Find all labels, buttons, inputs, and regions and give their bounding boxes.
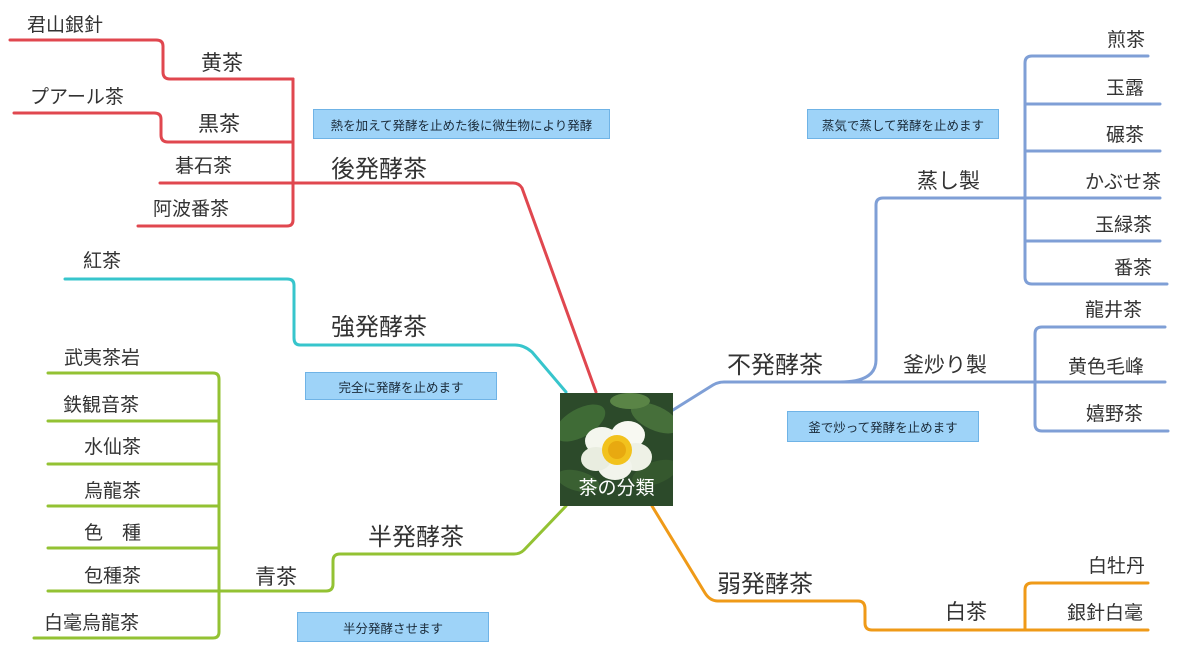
leaf-bai-mudan[interactable]: 白牡丹 bbox=[1088, 555, 1146, 577]
leaf-gyokuro[interactable]: 玉露 bbox=[1106, 77, 1145, 99]
sub-steamed[interactable]: 蒸し製 bbox=[917, 169, 980, 193]
note-steamed: 蒸気で蒸して発酵を止めます bbox=[807, 109, 999, 139]
camellia-flower-photo bbox=[560, 393, 673, 506]
leaf-semi-4[interactable]: 烏龍茶 bbox=[84, 480, 142, 502]
branch-non-fermented[interactable]: 不発酵茶 bbox=[727, 351, 823, 379]
leaf-bancha[interactable]: 番茶 bbox=[1114, 257, 1153, 279]
leaf-awa[interactable]: 阿波番茶 bbox=[153, 198, 230, 220]
leaf-semi-7[interactable]: 白毫烏龍茶 bbox=[44, 612, 140, 634]
note-semi-fermented: 半分発酵させます bbox=[297, 612, 489, 642]
note-post-fermented: 熱を加えて発酵を止めた後に微生物により発酵 bbox=[313, 109, 610, 139]
center-node[interactable]: 茶の分類 bbox=[560, 393, 673, 506]
leaf-junshan[interactable]: 君山銀針 bbox=[27, 14, 104, 36]
leaf-tencha[interactable]: 碾茶 bbox=[1106, 124, 1145, 146]
post-fermented-branch-lines bbox=[8, 38, 598, 394]
branch-strong-fermented[interactable]: 強発酵茶 bbox=[331, 313, 427, 341]
connector-strong-main bbox=[63, 277, 568, 394]
connector-none-main bbox=[671, 380, 1027, 412]
leaf-kabusecha[interactable]: かぶせ茶 bbox=[1085, 171, 1162, 193]
leaf-black-tea[interactable]: 紅茶 bbox=[83, 250, 122, 272]
branch-semi-fermented[interactable]: 半発酵茶 bbox=[368, 523, 464, 551]
connector-none-steamed-spine bbox=[1023, 54, 1169, 286]
leaf-huangse-maofeng[interactable]: 黄色毛峰 bbox=[1068, 356, 1145, 378]
connector-weak-main bbox=[650, 504, 1027, 632]
sub-blue-tea[interactable]: 青茶 bbox=[255, 565, 297, 589]
connector-post-yellow bbox=[8, 38, 295, 81]
weak-fermented-branch-lines bbox=[650, 504, 1150, 632]
connector-none-pan-spine bbox=[1033, 325, 1170, 433]
sub-pan-fired[interactable]: 釜炒り製 bbox=[903, 353, 987, 377]
connector-weak-spine bbox=[1023, 581, 1150, 632]
leaf-longjing[interactable]: 龍井茶 bbox=[1085, 299, 1143, 321]
leaf-semi-3[interactable]: 水仙茶 bbox=[84, 436, 142, 458]
sub-white-tea[interactable]: 白茶 bbox=[945, 600, 987, 624]
leaf-tamaryokucha[interactable]: 玉緑茶 bbox=[1095, 214, 1153, 236]
leaf-sencha[interactable]: 煎茶 bbox=[1107, 29, 1146, 51]
leaf-semi-5[interactable]: 色 種 bbox=[84, 522, 142, 544]
connector-post-dark bbox=[12, 111, 295, 144]
note-strong-fermented: 完全に発酵を止めます bbox=[305, 372, 497, 400]
leaf-semi-2[interactable]: 鉄観音茶 bbox=[63, 394, 140, 416]
strong-fermented-branch-lines bbox=[63, 277, 568, 394]
branch-post-fermented[interactable]: 後発酵茶 bbox=[331, 155, 427, 183]
connector-semi-spine bbox=[46, 371, 221, 593]
leaf-semi-6[interactable]: 包種茶 bbox=[84, 565, 142, 587]
note-pan-fired: 釜で炒って発酵を止めます bbox=[787, 411, 979, 442]
leaf-goishi[interactable]: 碁石茶 bbox=[175, 155, 233, 177]
leaf-yinzhen-baihao[interactable]: 銀針白毫 bbox=[1067, 602, 1144, 624]
connector-post-main bbox=[298, 181, 598, 394]
connector-post-spine bbox=[136, 77, 295, 228]
semi-fermented-branch-lines bbox=[32, 371, 568, 640]
sub-yellow-tea[interactable]: 黄茶 bbox=[201, 51, 243, 75]
connector-semi-main bbox=[217, 504, 568, 593]
leaf-puer[interactable]: プアール茶 bbox=[30, 86, 124, 108]
center-title: 茶の分類 bbox=[578, 477, 655, 499]
connector-none-steamed bbox=[838, 196, 1027, 384]
connector-semi-bottom bbox=[32, 589, 221, 640]
leaf-semi-1[interactable]: 武夷茶岩 bbox=[64, 347, 141, 369]
branch-weak-fermented[interactable]: 弱発酵茶 bbox=[717, 570, 813, 598]
non-fermented-branch-lines bbox=[671, 54, 1170, 433]
leaf-ureshino[interactable]: 嬉野茶 bbox=[1086, 403, 1144, 425]
sub-dark-tea[interactable]: 黒茶 bbox=[198, 112, 240, 136]
